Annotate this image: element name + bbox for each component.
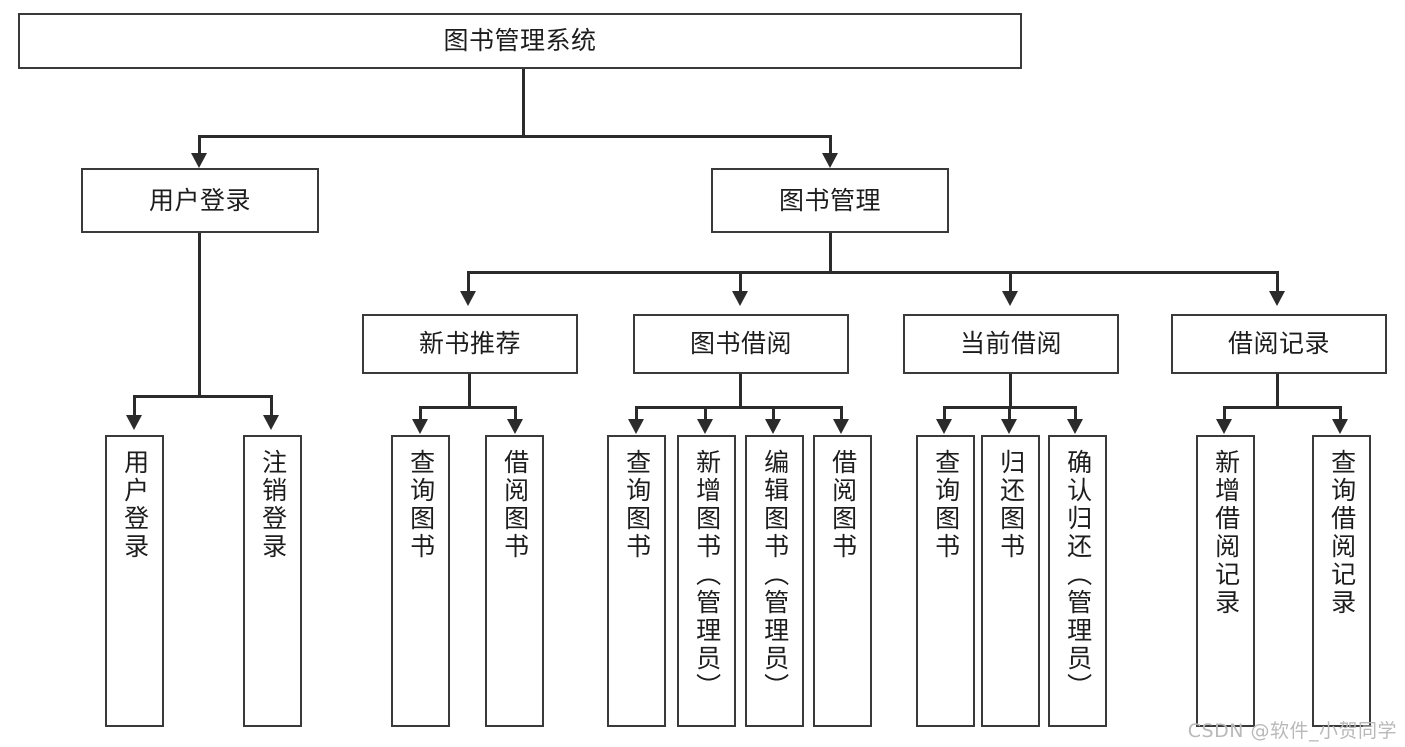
arrow-current-borrow-to-leaf1 xyxy=(936,419,952,434)
arrow-user-login-to-leaf1 xyxy=(126,415,142,430)
node-new-book-recommend-label: 新书推荐 xyxy=(418,329,521,359)
edge-root-to-user-login xyxy=(198,135,201,155)
node-current-borrow[interactable]: 当前借阅 xyxy=(903,314,1119,374)
edge-new-book-to-leaf2 xyxy=(514,406,517,420)
node-current-borrow-label: 当前借阅 xyxy=(959,329,1062,359)
edge-book-manage-bar xyxy=(467,271,1278,274)
edge-book-manage-stem xyxy=(829,233,832,273)
leaf-return-book-label: 归还图书 xyxy=(996,449,1026,561)
edge-current-borrow-to-leaf3 xyxy=(1074,406,1077,420)
node-root[interactable]: 图书管理系统 xyxy=(18,13,1022,69)
node-root-label: 图书管理系统 xyxy=(443,26,597,56)
edge-book-manage-to-new-book xyxy=(467,271,470,293)
edge-book-borrow-bar xyxy=(635,406,843,409)
node-book-borrow-label: 图书借阅 xyxy=(689,329,792,359)
edge-borrow-record-stem xyxy=(1276,374,1279,408)
edge-root-to-book-manage xyxy=(829,135,832,155)
leaf-user-login-label: 用户登录 xyxy=(120,449,150,561)
node-book-manage-label: 图书管理 xyxy=(778,185,881,215)
edge-root-bar xyxy=(198,135,832,138)
leaf-return-book[interactable]: 归还图书 xyxy=(981,435,1040,727)
edge-user-login-bar xyxy=(133,395,272,398)
node-user-login[interactable]: 用户登录 xyxy=(81,168,319,233)
edge-book-manage-to-borrow-record xyxy=(1276,271,1279,293)
edge-book-borrow-to-leaf4 xyxy=(840,406,843,420)
leaf-query-book-2[interactable]: 查询图书 xyxy=(607,435,666,727)
leaf-add-book[interactable]: 新增图书（管理员） xyxy=(677,435,736,727)
leaf-add-book-label: 新增图书（管理员） xyxy=(692,449,722,701)
leaf-user-login[interactable]: 用户登录 xyxy=(105,435,164,727)
arrow-book-borrow-to-leaf2 xyxy=(697,419,713,434)
leaf-confirm-return-label: 确认归还（管理员） xyxy=(1063,449,1093,701)
leaf-edit-book-label: 编辑图书（管理员） xyxy=(760,449,790,701)
arrow-book-manage-to-borrow-record xyxy=(1269,291,1285,306)
arrow-book-borrow-to-leaf1 xyxy=(628,419,644,434)
leaf-add-record[interactable]: 新增借阅记录 xyxy=(1196,435,1255,727)
leaf-logout-login[interactable]: 注销登录 xyxy=(243,435,302,727)
edge-borrow-record-bar xyxy=(1223,406,1342,409)
arrow-book-manage-to-new-book xyxy=(460,291,476,306)
leaf-logout-login-label: 注销登录 xyxy=(258,449,288,561)
leaf-add-record-label: 新增借阅记录 xyxy=(1211,449,1241,617)
leaf-edit-book[interactable]: 编辑图书（管理员） xyxy=(745,435,804,727)
arrow-book-manage-to-book-borrow xyxy=(732,291,748,306)
edge-new-book-bar xyxy=(419,406,517,409)
leaf-query-book-2-label: 查询图书 xyxy=(622,449,652,561)
arrow-book-borrow-to-leaf4 xyxy=(833,419,849,434)
leaf-borrow-book-2[interactable]: 借阅图书 xyxy=(813,435,872,727)
edge-book-borrow-to-leaf3 xyxy=(772,406,775,420)
edge-book-borrow-to-leaf2 xyxy=(704,406,707,420)
edge-user-login-to-leaf2 xyxy=(270,395,273,417)
leaf-borrow-book-1[interactable]: 借阅图书 xyxy=(485,435,544,727)
arrow-new-book-to-leaf1 xyxy=(412,419,428,434)
node-user-login-label: 用户登录 xyxy=(148,185,251,215)
edge-user-login-stem xyxy=(198,233,201,397)
leaf-query-book-3-label: 查询图书 xyxy=(931,449,961,561)
edge-book-borrow-to-leaf1 xyxy=(635,406,638,420)
leaf-query-record[interactable]: 查询借阅记录 xyxy=(1312,435,1371,727)
edge-new-book-stem xyxy=(468,374,471,408)
arrow-book-manage-to-current-borrow xyxy=(1002,291,1018,306)
edge-new-book-to-leaf1 xyxy=(419,406,422,420)
arrow-book-borrow-to-leaf3 xyxy=(765,419,781,434)
leaf-query-record-label: 查询借阅记录 xyxy=(1327,449,1357,617)
arrow-new-book-to-leaf2 xyxy=(507,419,523,434)
edge-book-manage-to-book-borrow xyxy=(739,271,742,293)
edge-current-borrow-to-leaf2 xyxy=(1008,406,1011,420)
node-book-borrow[interactable]: 图书借阅 xyxy=(633,314,849,374)
leaf-borrow-book-2-label: 借阅图书 xyxy=(828,449,858,561)
edge-borrow-record-to-leaf1 xyxy=(1223,406,1226,420)
node-new-book-recommend[interactable]: 新书推荐 xyxy=(362,314,578,374)
edge-book-borrow-stem xyxy=(739,374,742,408)
edge-book-manage-to-current-borrow xyxy=(1009,271,1012,293)
edge-user-login-to-leaf1 xyxy=(133,395,136,417)
leaf-borrow-book-1-label: 借阅图书 xyxy=(500,449,530,561)
arrow-borrow-record-to-leaf1 xyxy=(1216,419,1232,434)
arrow-root-to-book-manage xyxy=(822,153,838,168)
edge-current-borrow-stem xyxy=(1009,374,1012,408)
leaf-query-book-1-label: 查询图书 xyxy=(406,449,436,561)
leaf-query-book-3[interactable]: 查询图书 xyxy=(916,435,975,727)
node-borrow-record-label: 借阅记录 xyxy=(1227,329,1330,359)
leaf-query-book-1[interactable]: 查询图书 xyxy=(391,435,450,727)
arrow-current-borrow-to-leaf2 xyxy=(1001,419,1017,434)
edge-root-stem xyxy=(522,69,525,136)
arrow-root-to-user-login xyxy=(191,153,207,168)
arrow-current-borrow-to-leaf3 xyxy=(1067,419,1083,434)
node-book-manage[interactable]: 图书管理 xyxy=(711,168,949,233)
arrow-user-login-to-leaf2 xyxy=(263,415,279,430)
arrow-borrow-record-to-leaf2 xyxy=(1332,419,1348,434)
edge-current-borrow-to-leaf1 xyxy=(943,406,946,420)
leaf-confirm-return[interactable]: 确认归还（管理员） xyxy=(1048,435,1107,727)
edge-borrow-record-to-leaf2 xyxy=(1339,406,1342,420)
node-borrow-record[interactable]: 借阅记录 xyxy=(1171,314,1387,374)
